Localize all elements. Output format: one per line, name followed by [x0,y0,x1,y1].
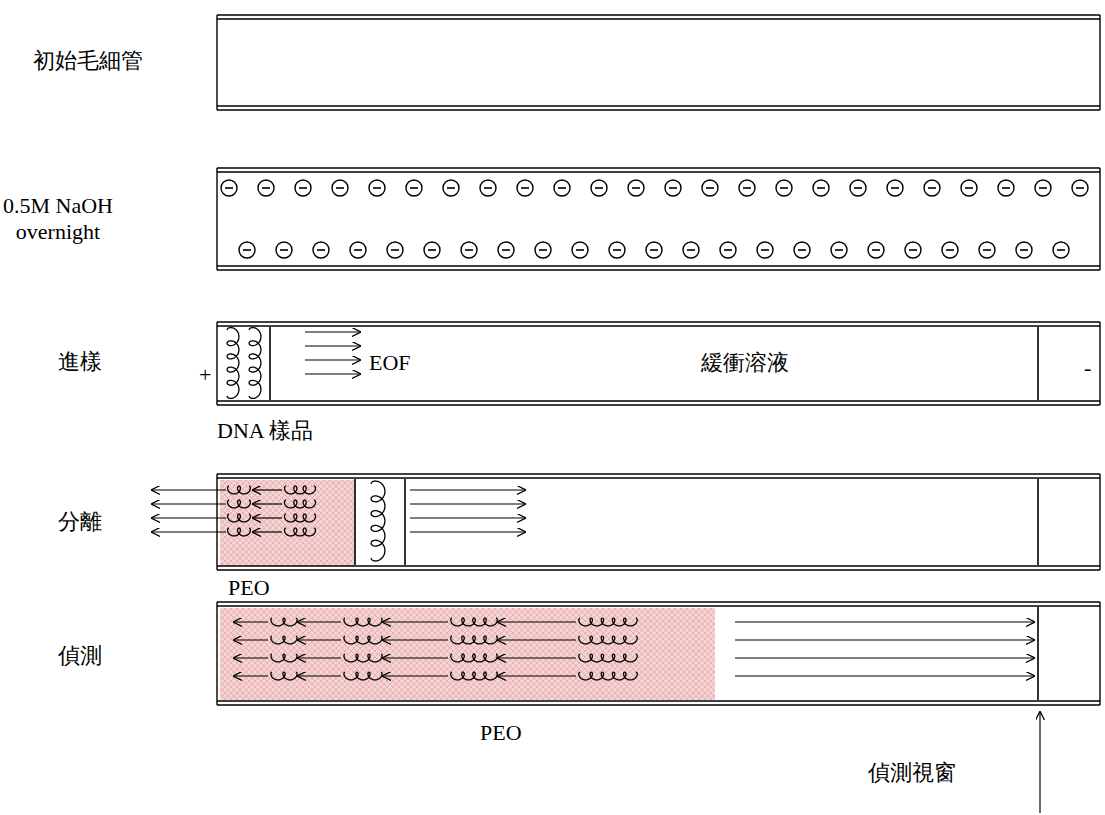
dna-coil [284,514,315,522]
capillary-tube [217,15,1100,110]
flow-arrow [253,517,282,518]
dna-coil [451,636,497,644]
dna-coil [371,481,385,561]
flow-arrow [152,531,226,532]
zone-boundary [354,479,356,565]
dna-coil [451,618,497,626]
flow-arrow [383,639,448,640]
flow-arrow [305,331,360,332]
flow-arrow [498,621,576,622]
row-label: 分離 [58,509,102,535]
dna-coil [579,654,637,662]
dna-coil [228,500,251,508]
dna-coil [579,672,637,680]
capillary-tube [217,602,1100,705]
flow-arrow [383,675,448,676]
flow-arrow [410,489,525,490]
capillary-tube [217,322,1100,405]
flow-arrow [305,359,360,360]
flow-arrow [410,503,525,504]
flow-arrow [234,621,268,622]
dna-coil [228,528,251,536]
zone-boundary [269,327,271,400]
flow-arrow [305,373,360,374]
flow-arrow [383,657,448,658]
flow-arrow [152,503,226,504]
zone-boundary [404,479,406,565]
flow-label: EOF [369,350,411,376]
dna-coil [249,328,261,399]
dna-coil [284,500,315,508]
flow-arrow [234,639,268,640]
polarity-sign: + [199,362,211,388]
row-label: 初始毛細管 [33,48,143,74]
flow-arrow [253,503,282,504]
dna-coil [284,528,315,536]
capillary-tube [217,168,1100,270]
dna-coil [579,618,637,626]
peo-region [220,480,355,566]
row-label: 偵測 [58,643,102,669]
flow-arrow [410,531,525,532]
flow-arrow [305,345,360,346]
flow-arrow [234,657,268,658]
peo-region [220,608,715,700]
dna-coil [451,654,497,662]
capillary-tube [217,474,1100,570]
flow-arrow [735,675,1034,676]
row-label: 進樣 [58,349,102,375]
dna-coil [344,636,382,644]
flow-arrow [735,621,1034,622]
flow-arrow [253,531,282,532]
flow-arrow [735,639,1034,640]
zone-boundary [1037,479,1039,565]
flow-arrow [735,657,1034,658]
buffer-label: 緩衝溶液 [701,350,789,376]
flow-arrow [298,621,341,622]
dna-coil [451,672,497,680]
flow-arrow [298,657,341,658]
flow-arrow [1039,712,1040,813]
dna-coil [227,328,239,399]
window-label: 偵測視窗 [868,760,956,786]
wall-charges [221,180,1088,258]
dna-coil [271,618,297,626]
flow-arrow [234,675,268,676]
flow-arrow [410,517,525,518]
dna-coil [284,486,315,494]
zone-label: DNA 樣品 [217,418,313,444]
flow-arrow [253,489,282,490]
dna-coil [228,486,251,494]
zone-label: PEO [228,575,270,601]
flow-arrow [152,489,226,490]
row-label: 0.5M NaOH overnight [2,193,114,246]
flow-arrow [298,639,341,640]
flow-arrow [298,675,341,676]
zone-label: PEO [480,720,522,746]
flow-arrow [498,675,576,676]
flow-arrow [498,639,576,640]
dna-coil [344,618,382,626]
polarity-sign: - [1084,355,1091,381]
zone-boundary [1037,327,1039,400]
dna-coil [344,672,382,680]
dna-coil [271,654,297,662]
capillary-interior: EOF 緩衝溶液 [219,328,1037,398]
dna-coil [228,514,251,522]
zone-boundary [1037,607,1039,700]
dna-coil [344,654,382,662]
flow-arrow [383,621,448,622]
flow-arrow [498,657,576,658]
dna-coil [579,636,637,644]
dna-coil [271,672,297,680]
dna-coil [271,636,297,644]
flow-arrow [152,517,226,518]
